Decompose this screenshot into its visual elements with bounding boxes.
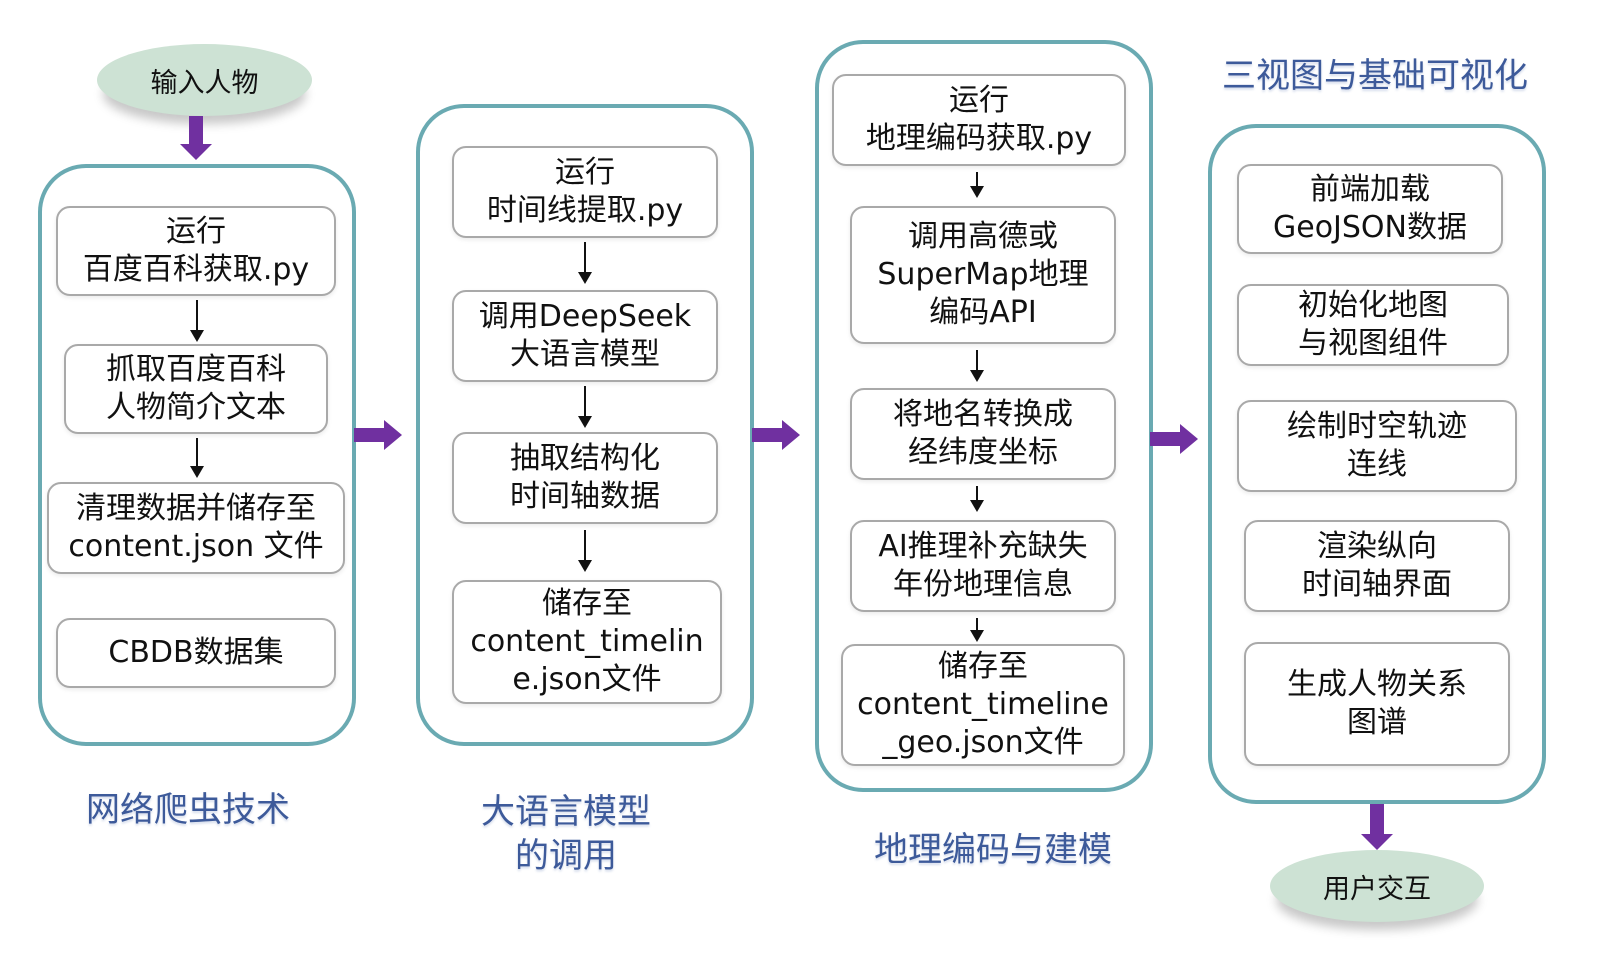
- arrow-down-icon: [1361, 804, 1393, 850]
- arrow-right-icon: [1150, 424, 1198, 454]
- arrow-down-icon: [190, 438, 204, 478]
- arrow-down-icon: [970, 486, 984, 512]
- step-save-geo-json: 储存至 content_timeline _geo.json文件: [841, 644, 1125, 766]
- step-run-timeline-script: 运行 时间线提取.py: [452, 146, 718, 238]
- step-load-geojson: 前端加载 GeoJSON数据: [1237, 164, 1503, 254]
- step-relationship-graph: 生成人物关系 图谱: [1244, 642, 1510, 766]
- stage-label-web-crawler: 网络爬虫技术: [86, 790, 290, 830]
- step-convert-coordinates: 将地名转换成 经纬度坐标: [850, 388, 1116, 480]
- arrow-right-icon: [752, 420, 800, 450]
- step-draw-trajectory: 绘制时空轨迹 连线: [1237, 400, 1517, 492]
- start-node: 输入人物: [97, 44, 312, 116]
- arrow-down-icon: [578, 530, 592, 572]
- step-save-timeline-json: 储存至 content_timelin e.json文件: [452, 580, 722, 704]
- step-clean-save-content: 清理数据并储存至 content.json 文件: [47, 482, 345, 574]
- stage-label-llm: 大语言模型 的调用: [481, 792, 651, 876]
- step-cbdb-dataset: CBDB数据集: [56, 618, 336, 688]
- step-init-map: 初始化地图 与视图组件: [1237, 284, 1509, 366]
- stage-label-visualization: 三视图与基础可视化: [1222, 56, 1528, 96]
- arrow-down-icon: [970, 618, 984, 642]
- step-run-geocode-script: 运行 地理编码获取.py: [832, 74, 1126, 166]
- step-render-timeline: 渲染纵向 时间轴界面: [1244, 520, 1510, 612]
- arrow-down-icon: [970, 172, 984, 198]
- arrow-down-icon: [578, 386, 592, 428]
- step-call-geocode-api: 调用高德或 SuperMap地理 编码API: [850, 206, 1116, 344]
- step-call-deepseek: 调用DeepSeek 大语言模型: [452, 290, 718, 382]
- stage-label-geocoding: 地理编码与建模: [874, 830, 1112, 870]
- arrow-down-icon: [180, 116, 212, 160]
- step-run-baidu-script: 运行 百度百科获取.py: [56, 206, 336, 296]
- step-extract-timeline: 抽取结构化 时间轴数据: [452, 432, 718, 524]
- step-scrape-baidu: 抓取百度百科 人物简介文本: [64, 344, 328, 434]
- step-ai-fill-missing: AI推理补充缺失 年份地理信息: [850, 520, 1116, 612]
- end-node: 用户交互: [1270, 850, 1484, 922]
- end-node-label: 用户交互: [1323, 873, 1431, 905]
- arrow-down-icon: [190, 300, 204, 342]
- start-node-label: 输入人物: [150, 67, 259, 99]
- arrow-down-icon: [970, 350, 984, 382]
- arrow-right-icon: [354, 420, 402, 450]
- arrow-down-icon: [578, 242, 592, 284]
